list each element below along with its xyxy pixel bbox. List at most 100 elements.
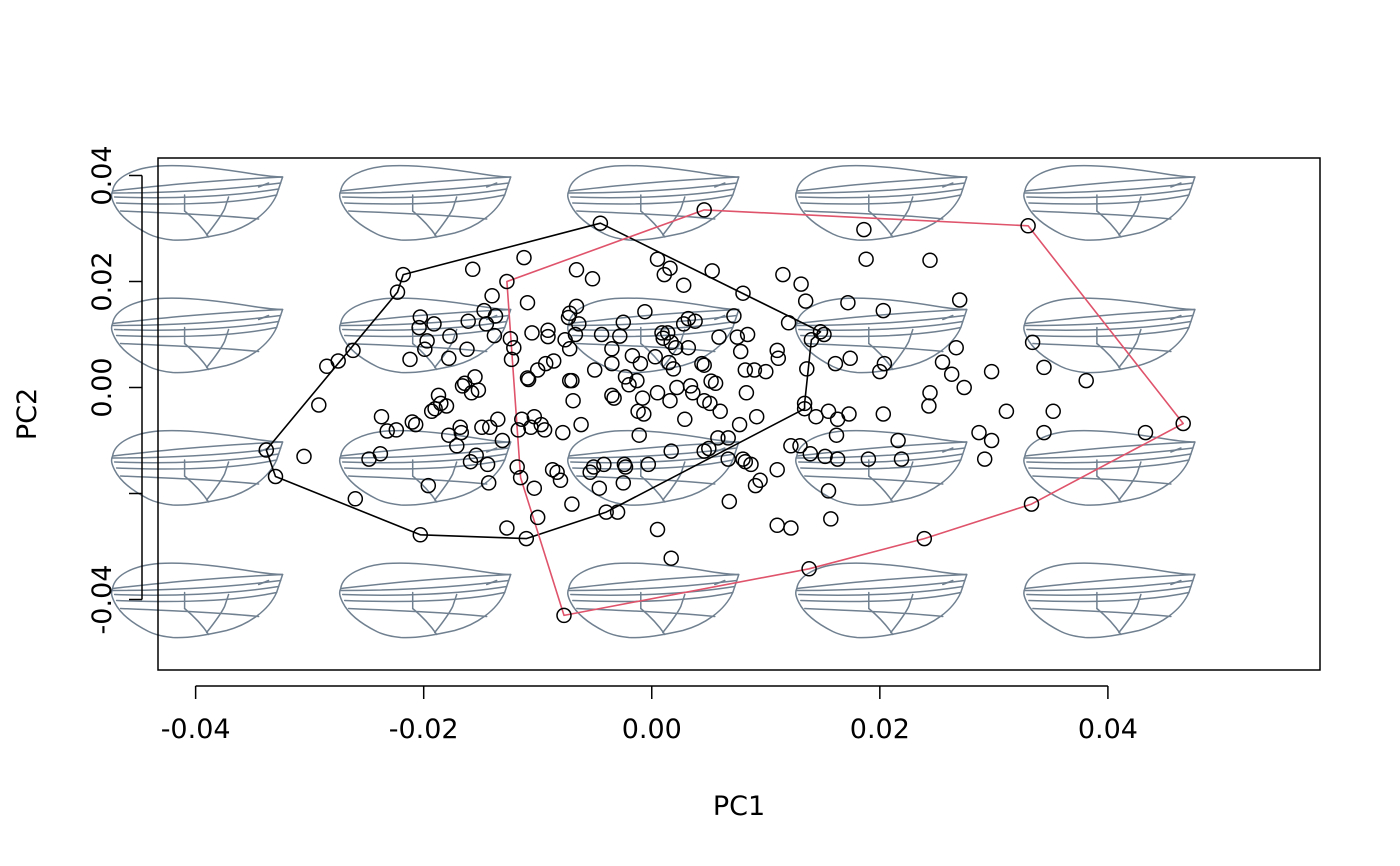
wing-vein (868, 342, 894, 371)
wing-vein (796, 573, 968, 590)
wing-vein (800, 326, 962, 338)
wing-vein (1024, 308, 1196, 325)
data-point (464, 261, 481, 278)
wing-outline (110, 562, 284, 639)
data-point (604, 355, 620, 372)
wing-outline (338, 562, 512, 639)
data-point (876, 355, 893, 372)
data-point (596, 456, 612, 473)
data-point (411, 319, 427, 336)
wing-vein (796, 314, 966, 327)
data-point (817, 448, 833, 465)
wing-vein (113, 320, 280, 331)
data-point (509, 459, 525, 475)
fly-wing-icon (795, 164, 968, 241)
data-point (478, 316, 495, 332)
data-point (747, 477, 764, 494)
wing-vein (111, 176, 284, 192)
wing-vein (568, 573, 740, 590)
data-point (735, 285, 751, 301)
data-point (487, 308, 504, 324)
wing-outline (795, 297, 968, 374)
wing-vein (411, 475, 438, 503)
data-point (459, 341, 475, 358)
data-point (582, 464, 598, 481)
data-point (449, 438, 465, 454)
data-point (916, 530, 933, 547)
wing-vein (570, 188, 736, 199)
data-point (665, 361, 682, 377)
wing-vein (339, 308, 512, 325)
data-point (592, 215, 609, 231)
wing-vein (1024, 447, 1194, 459)
data-point (412, 527, 429, 543)
wing-vein (205, 593, 230, 634)
wing-vein (1118, 461, 1142, 501)
wing-vein (662, 593, 686, 634)
data-point (463, 385, 480, 401)
wing-vein (343, 459, 506, 470)
wing-vein (1032, 342, 1172, 353)
wing-vein (1096, 342, 1122, 371)
wing-vein (576, 475, 716, 485)
data-point (379, 423, 395, 439)
wing-vein (1170, 447, 1182, 453)
fly-wing-icon (795, 562, 968, 639)
wing-vein (1032, 210, 1172, 220)
data-point (510, 422, 527, 438)
wing-vein (339, 579, 510, 592)
data-point (732, 343, 749, 360)
data-point (735, 451, 751, 467)
data-point (663, 443, 679, 459)
wing-outline (338, 297, 512, 374)
data-point (617, 369, 634, 385)
data-point (696, 357, 712, 373)
data-point (775, 266, 791, 283)
data-point (561, 341, 578, 357)
data-point (737, 362, 754, 378)
wing-vein (111, 579, 282, 592)
data-point (663, 550, 679, 566)
data-point (520, 371, 537, 388)
wing-vein (1096, 475, 1122, 503)
wing-vein (113, 453, 280, 464)
data-point (502, 330, 519, 347)
plot-frame (157, 157, 1321, 671)
data-point (649, 385, 666, 401)
data-point (631, 427, 647, 443)
data-point (591, 480, 608, 496)
data-point (345, 342, 361, 359)
data-point (404, 414, 421, 430)
wing-vein (347, 210, 488, 220)
x-tick-label: 0.02 (850, 714, 910, 745)
wing-vein (1024, 176, 1196, 192)
wing-vein (1118, 196, 1142, 236)
wing-vein (1024, 573, 1196, 590)
wing-vein (183, 607, 210, 636)
data-point (412, 309, 429, 325)
wing-vein (572, 194, 734, 205)
wing-vein (119, 475, 260, 485)
data-point (801, 561, 817, 577)
data-point (675, 277, 692, 293)
data-point (792, 438, 808, 454)
data-point (922, 252, 938, 269)
data-point (516, 249, 532, 266)
data-point (452, 419, 468, 436)
data-point (793, 276, 809, 292)
wing-vein (800, 459, 962, 470)
wing-vein (343, 194, 506, 205)
data-point (565, 392, 581, 409)
data-point (621, 377, 637, 393)
wing-vein (111, 182, 282, 194)
wing-vein (570, 585, 736, 596)
data-point (598, 504, 614, 520)
data-point (480, 475, 497, 491)
data-point (769, 461, 785, 478)
data-point (711, 329, 727, 345)
data-point (526, 480, 543, 496)
data-point (663, 334, 679, 351)
data-point (710, 430, 726, 446)
wing-vein (433, 593, 458, 634)
data-point (983, 363, 1000, 380)
